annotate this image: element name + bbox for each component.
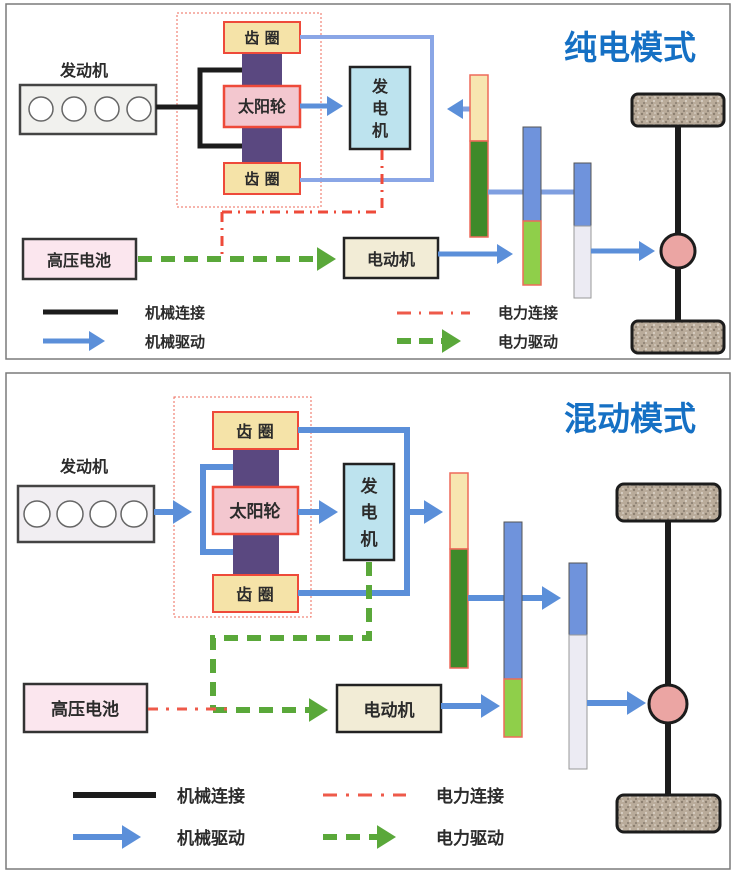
legend-elec-link-label: 电力连接 (436, 786, 504, 807)
mode-title: 混动模式 (564, 399, 696, 438)
cylinder-icon (56, 500, 84, 528)
gear-bar-2-bottom (503, 678, 523, 738)
sun-gear: 太阳轮 (222, 84, 302, 129)
svg-text:机: 机 (361, 529, 378, 550)
svg-text:高压电池: 高压电池 (51, 699, 119, 720)
sun-gear: 太阳轮 (211, 485, 300, 536)
cylinder-icon (23, 500, 51, 528)
battery: 高压电池 (22, 682, 149, 734)
svg-text:齿 圈: 齿 圈 (244, 170, 279, 188)
gear-bar-3-bottom (568, 634, 588, 770)
cylinder-icon (126, 96, 152, 122)
svg-text:齿 圈: 齿 圈 (244, 29, 279, 47)
battery: 高压电池 (21, 237, 138, 281)
gear-bar-2-top (522, 126, 542, 222)
elec-link-generator (220, 150, 384, 256)
svg-text:电: 电 (361, 502, 378, 523)
svg-text:太阳轮: 太阳轮 (237, 97, 286, 116)
cylinder-icon (61, 96, 87, 122)
wheel-bottom (630, 319, 726, 355)
axle-assembly (630, 92, 726, 355)
axle-assembly (615, 482, 722, 834)
gear-bar-3-bottom (573, 225, 592, 299)
legend-mech-link-label: 机械连接 (145, 304, 205, 322)
svg-text:高压电池: 高压电池 (47, 251, 111, 270)
svg-text:电: 电 (372, 99, 388, 118)
ring-gear-bottom: 齿 圈 (223, 162, 301, 195)
wheel-bottom (615, 793, 722, 834)
svg-text:发: 发 (360, 476, 379, 497)
ring-gear-top: 齿 圈 (212, 411, 299, 450)
legend-mech-link-label: 机械连接 (177, 786, 245, 807)
svg-text:齿 圈: 齿 圈 (236, 585, 274, 604)
svg-text:太阳轮: 太阳轮 (230, 501, 281, 522)
generator: 发 电 机 (348, 65, 412, 151)
gear-bar-2-bottom (522, 220, 542, 286)
svg-text:电动机: 电动机 (364, 700, 415, 721)
legend-mech-drive-label: 机械驱动 (145, 333, 205, 351)
gear-bar-1-top (449, 472, 469, 550)
svg-text:齿 圈: 齿 圈 (236, 422, 274, 441)
generator: 发 电 机 (342, 462, 396, 562)
legend-elec-drive-label: 电力驱动 (498, 333, 558, 351)
mech-drive-ring-loop (300, 35, 434, 182)
gear-bar-1-bottom (469, 140, 489, 238)
gear-train (469, 74, 592, 299)
svg-text:发: 发 (371, 77, 389, 96)
legend-elec-drive-label: 电力驱动 (436, 828, 504, 849)
svg-text:电动机: 电动机 (367, 250, 415, 269)
gear-train (449, 472, 588, 770)
wheel-top (615, 482, 722, 523)
cylinder-icon (94, 96, 120, 122)
mech-link-engine-carrier (156, 67, 242, 149)
svg-text:机: 机 (372, 121, 388, 140)
panel-hybrid: 混动模式 发动机 齿 圈 太阳轮 齿 圈 发 (5, 372, 731, 870)
mode-title: 纯电模式 (564, 28, 696, 67)
ring-gear-bottom: 齿 圈 (212, 574, 299, 613)
legend-mech-drive-label: 机械驱动 (177, 828, 245, 849)
legend: 机械连接 机械驱动 电力连接 电力驱动 (43, 304, 558, 353)
differential (647, 683, 689, 725)
engine-label: 发动机 (59, 61, 108, 80)
engine (16, 484, 156, 544)
gear-bar-2-top (503, 521, 523, 680)
electric-motor: 电动机 (335, 683, 443, 734)
legend-elec-link-label: 电力连接 (498, 304, 558, 322)
electric-motor: 电动机 (342, 236, 440, 280)
planetary-gear-frame (176, 12, 322, 208)
differential (659, 232, 697, 270)
legend: 机械连接 机械驱动 电力连接 电力驱动 (73, 786, 504, 849)
cylinder-icon (120, 500, 148, 528)
gear-bar-1-top (469, 74, 489, 142)
engine-label: 发动机 (59, 457, 108, 476)
wheel-top (630, 92, 726, 128)
cylinder-icon (28, 96, 54, 122)
panel-pure-electric: 纯电模式 发动机 齿 圈 太阳轮 (5, 3, 731, 360)
cylinder-icon (89, 500, 117, 528)
gear-bar-3-top (568, 562, 588, 636)
ring-gear-top: 齿 圈 (223, 21, 301, 54)
engine (18, 83, 158, 136)
gear-bar-1-bottom (449, 548, 469, 669)
mech-drive-carrier-bracket (200, 464, 233, 555)
gear-bar-3-top (573, 162, 592, 227)
